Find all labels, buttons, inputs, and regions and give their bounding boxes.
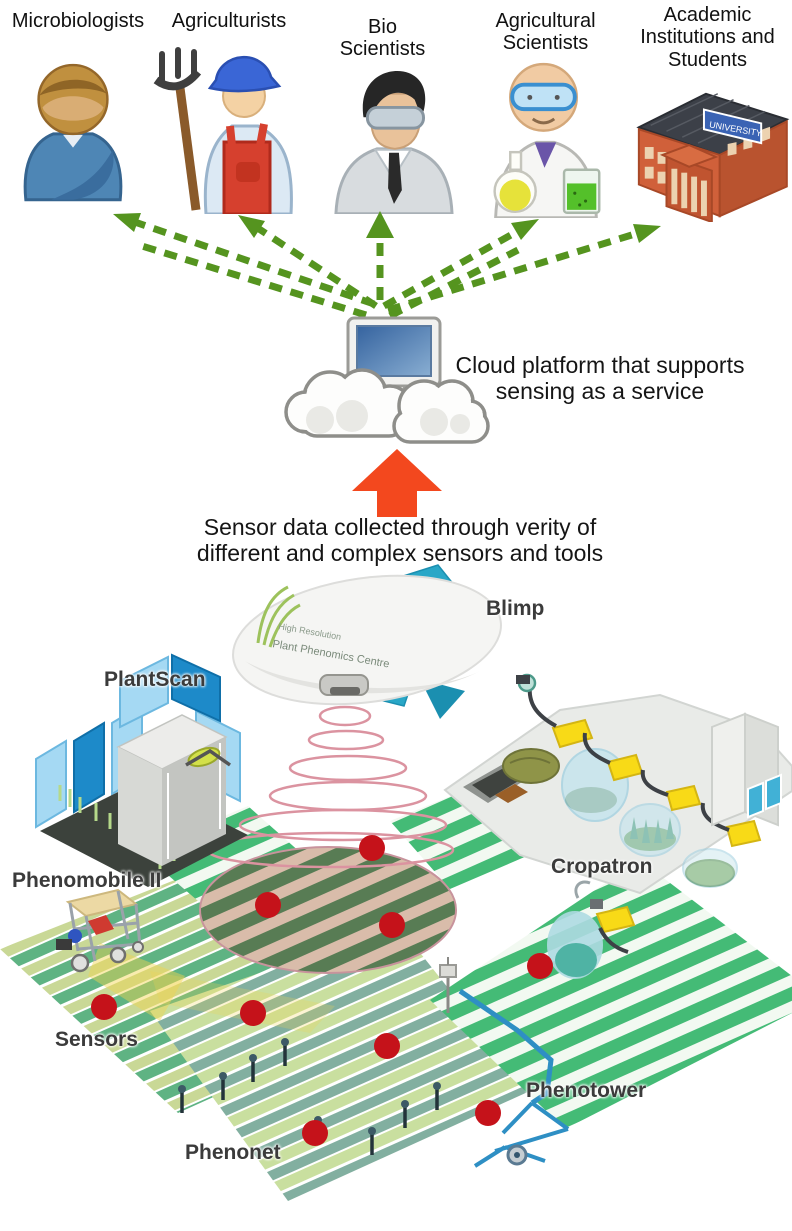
stakeholder-label-microbiologists: Microbiologists: [11, 10, 145, 32]
agricultural-scientist-icon: [478, 56, 610, 218]
sensor-dot: [91, 994, 117, 1020]
stakeholder-label-agriculturists: Agriculturists: [171, 10, 287, 32]
stakeholder-label-agricultural-scientists: Agricultural Scientists: [495, 10, 596, 55]
arrows-cloud-overlay: [113, 211, 661, 517]
sensor-dot: [379, 912, 405, 938]
bio-scientist-icon: [330, 58, 456, 214]
phenotower-structure: [439, 957, 570, 1168]
phenotower-label: Phenotower: [526, 1079, 647, 1102]
farmer-icon: [140, 44, 302, 214]
sensor-dot: [240, 1000, 266, 1026]
green-arrowheads: [113, 211, 661, 243]
sensor-dot: [302, 1120, 328, 1146]
blimp: High Resolution Plant Phenomics Centre: [232, 564, 502, 719]
phenomobile-label: Phenomobile II: [12, 869, 162, 892]
phenomobile-vehicle: [56, 888, 335, 1033]
sensor-dot: [374, 1033, 400, 1059]
microbiologist-icon: [14, 52, 132, 202]
phenonet-label: Phenonet: [185, 1141, 281, 1164]
stakeholder-label-academic-institutions: Academic Institutions and Students: [640, 4, 775, 71]
cropatron-structure: [443, 673, 792, 895]
sensor-dot: [255, 892, 281, 918]
field-robot-machine: [547, 880, 636, 979]
sensor-dot: [359, 835, 385, 861]
plantscan-structure: [35, 653, 248, 887]
phenonet-sensor-stakes: [178, 1038, 441, 1155]
cloud-computer-icon: [284, 316, 490, 444]
sensors-label: Sensors: [55, 1028, 138, 1051]
red-up-arrow: [352, 449, 442, 517]
green-dashed-arrows: [124, 215, 650, 320]
cloud-caption: Cloud platform that supports sensing as …: [455, 352, 745, 405]
stakeholder-label-bio-scientists: Bio Scientists: [339, 16, 426, 61]
sensor-dots: [91, 835, 553, 1146]
cropatron-label: Cropatron: [551, 855, 653, 878]
blimp-label: Blimp: [486, 597, 545, 620]
sensor-dot: [527, 953, 553, 979]
university-building-icon: UNIVERSITY: [610, 76, 792, 222]
plantscan-label: PlantScan: [104, 668, 206, 691]
sensor-dot: [475, 1100, 501, 1126]
spiral-scan-plot: [199, 846, 457, 974]
sensor-caption: Sensor data collected through verity of …: [196, 514, 604, 567]
field-scene: High Resolution Plant Phenomics Centre: [0, 564, 792, 1201]
